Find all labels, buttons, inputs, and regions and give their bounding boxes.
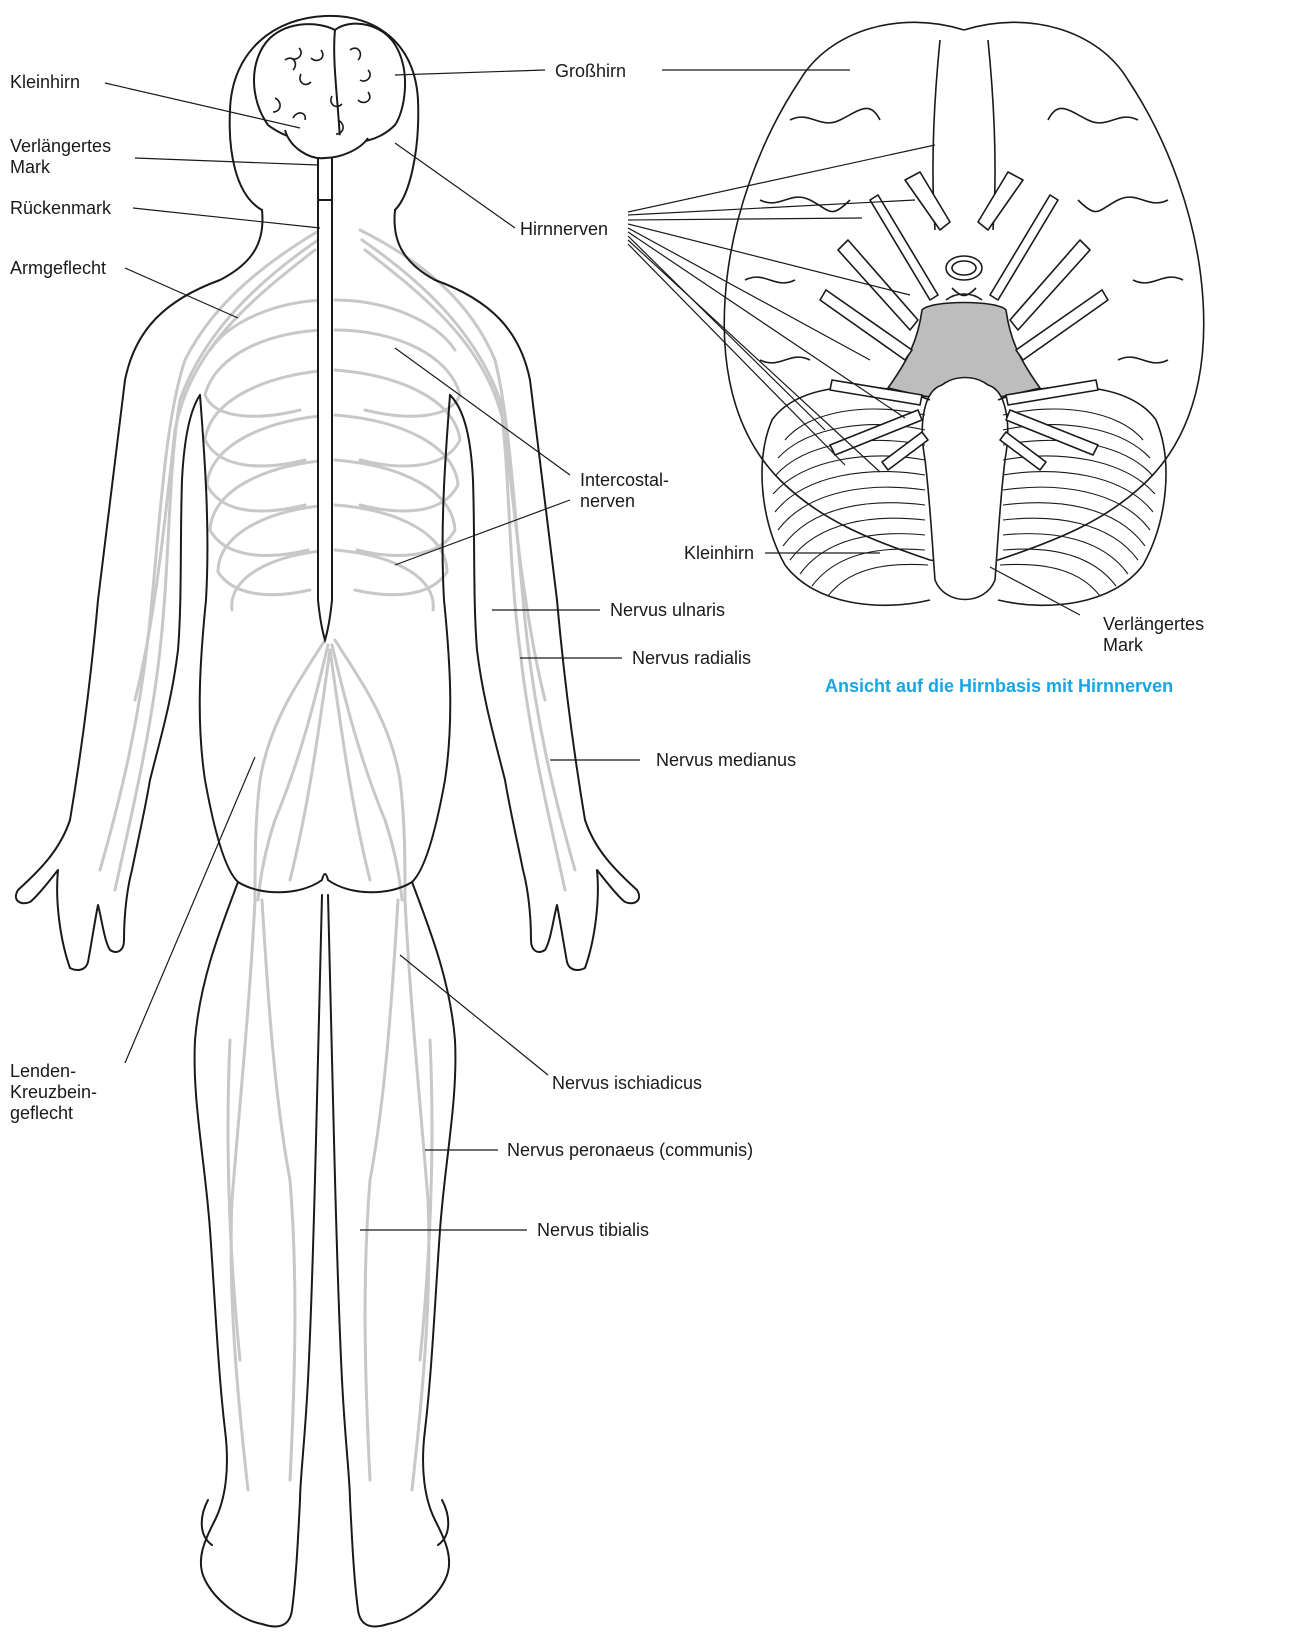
label-grosshirn: Großhirn: [555, 61, 626, 82]
label-kleinhirn-brain: Kleinhirn: [684, 543, 754, 564]
label-armgeflecht: Armgeflecht: [10, 258, 106, 279]
label-kleinhirn-body: Kleinhirn: [10, 72, 80, 93]
label-nervus-medianus: Nervus medianus: [656, 750, 796, 771]
label-nervus-ulnaris: Nervus ulnaris: [610, 600, 725, 621]
leader-rueckenmark: [133, 208, 320, 228]
label-nervus-tibialis: Nervus tibialis: [537, 1220, 649, 1241]
spinal-cord: [318, 158, 332, 640]
leader-verlaengertes-mark-left: [135, 158, 318, 165]
brain-in-head: [254, 24, 405, 159]
leader-grosshirn-left: [395, 70, 545, 75]
leader-lenden-kreuzbein: [125, 757, 255, 1063]
label-verlaengertes-mark-brain: Verlängertes Mark: [1103, 614, 1204, 656]
label-lenden-kreuzbeingeflecht: Lenden- Kreuzbein- geflecht: [10, 1061, 97, 1124]
label-nervus-peronaeus: Nervus peronaeus (communis): [507, 1140, 753, 1161]
leader-lines: [105, 70, 1080, 1230]
peripheral-nerves: [100, 230, 575, 1490]
label-intercostalnerven: Intercostal- nerven: [580, 470, 669, 512]
brain-base-view: [724, 22, 1204, 605]
brain-base-caption: Ansicht auf die Hirnbasis mit Hirnnerven: [825, 676, 1173, 697]
label-verlaengertes-mark-body: Verlängertes Mark: [10, 136, 111, 178]
label-nervus-ischiadicus: Nervus ischiadicus: [552, 1073, 702, 1094]
label-hirnnerven: Hirnnerven: [520, 219, 608, 240]
leader-verlaengertes-mark-right: [990, 567, 1080, 615]
leader-hirnnerven-left: [395, 143, 515, 228]
label-nervus-radialis: Nervus radialis: [632, 648, 751, 669]
label-rueckenmark: Rückenmark: [10, 198, 111, 219]
leader-armgeflecht: [125, 268, 238, 318]
leader-ischiadicus: [400, 955, 548, 1075]
